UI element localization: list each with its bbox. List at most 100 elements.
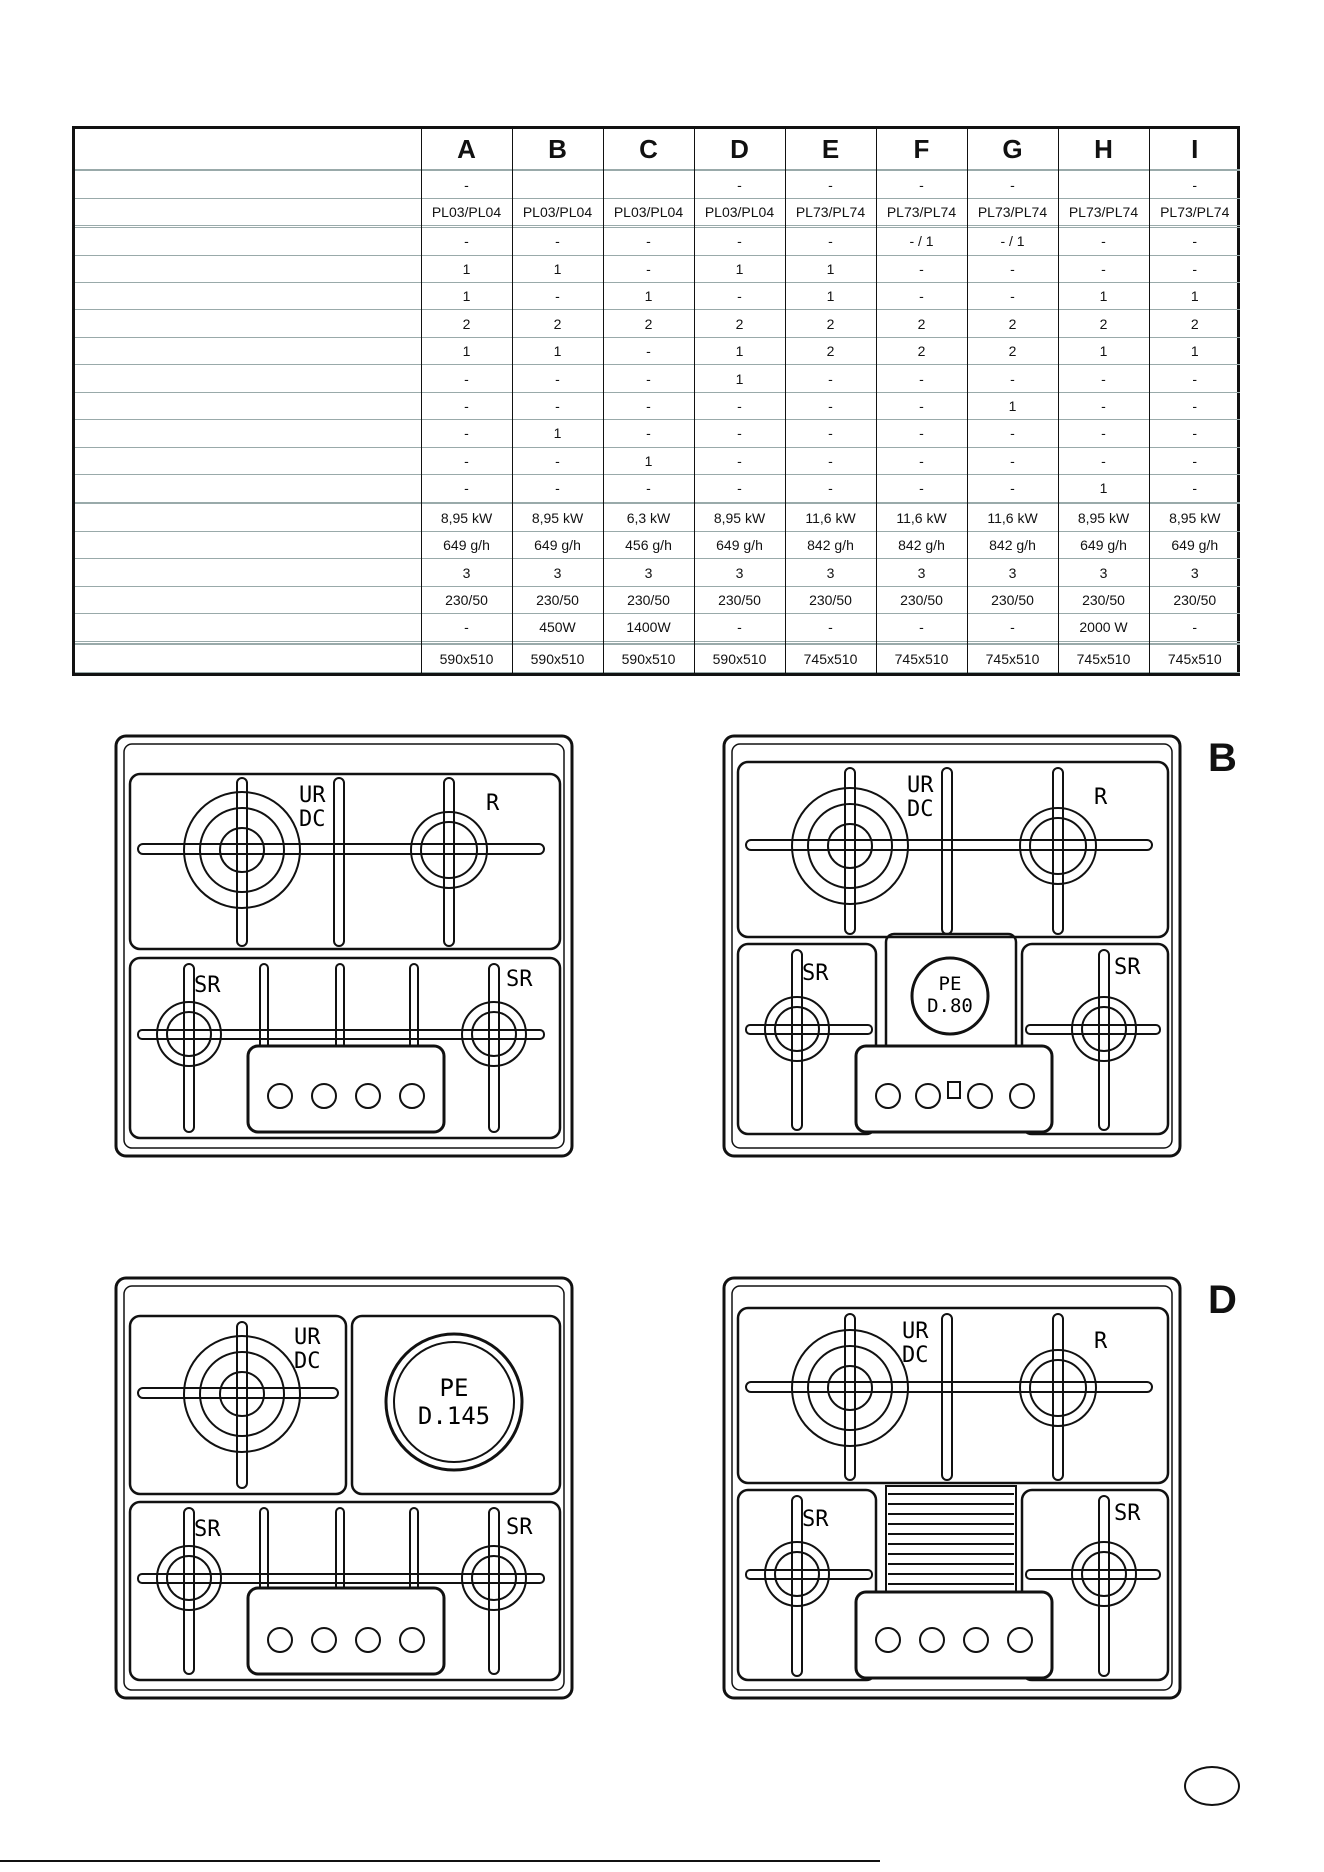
table-cell: 1400W xyxy=(602,613,694,642)
table-row: -------1- xyxy=(75,474,1240,503)
table-cell: - xyxy=(875,255,967,283)
table-cell: - xyxy=(784,227,876,256)
row-label-cell xyxy=(75,392,421,419)
column-header-a: A xyxy=(420,129,512,169)
table-cell: - xyxy=(511,474,603,503)
table-cell: 1 xyxy=(784,282,876,310)
table-cell: 745x510 xyxy=(966,644,1058,673)
table-cell: 3 xyxy=(784,558,876,587)
table-cell: 456 g/h xyxy=(602,531,694,559)
table-cell: 2 xyxy=(966,337,1058,365)
table-cell xyxy=(875,641,967,644)
table-cell xyxy=(420,641,512,644)
table-cell xyxy=(511,641,603,644)
table-cell: - xyxy=(420,419,512,448)
table-cell: - xyxy=(875,474,967,503)
table-cell xyxy=(602,170,694,199)
table-cell xyxy=(1148,643,1240,645)
table-cell: 2 xyxy=(420,309,512,338)
table-cell: - xyxy=(1148,419,1240,448)
table-cell: - xyxy=(784,447,876,475)
hob-b-label-d80: D.80 xyxy=(927,995,973,1017)
table-cell: - xyxy=(1057,447,1149,475)
hob-d-svg: UR DC R SR SR xyxy=(722,1276,1182,1700)
table-cell: 1 xyxy=(1148,282,1240,310)
table-cell: - xyxy=(875,364,967,393)
table-cell: 2 xyxy=(966,309,1058,338)
table-cell: - / 1 xyxy=(966,227,1058,256)
hob-a-label-sr-right: SR xyxy=(506,967,533,992)
table-cell: 230/50 xyxy=(1148,586,1240,614)
table-cell: - xyxy=(602,419,694,448)
table-cell: 842 g/h xyxy=(784,531,876,559)
table-cell: 3 xyxy=(966,558,1058,587)
table-cell: - xyxy=(1057,255,1149,283)
table-cell: 842 g/h xyxy=(966,531,1058,559)
table-cell: - xyxy=(1148,364,1240,393)
table-cell: 842 g/h xyxy=(875,531,967,559)
table-cell: 3 xyxy=(693,558,785,587)
table-cell: - xyxy=(420,170,512,199)
table-cell: - xyxy=(602,474,694,503)
table-cell: 1 xyxy=(1057,474,1149,503)
table-cell xyxy=(511,225,603,228)
table-cell: - xyxy=(875,392,967,420)
table-cell: 8,95 kW xyxy=(420,503,512,532)
table-cell xyxy=(1057,170,1149,199)
table-cell xyxy=(693,225,785,228)
table-cell xyxy=(966,502,1058,504)
table-cell: 230/50 xyxy=(693,586,785,614)
column-header-g: G xyxy=(966,129,1058,169)
table-cell: - xyxy=(693,613,785,642)
hob-d-label-sr-right: SR xyxy=(1114,1501,1141,1526)
hob-a-svg: UR DC R SR SR xyxy=(114,734,574,1158)
table-cell: 649 g/h xyxy=(1057,531,1149,559)
table-cell: 1 xyxy=(511,255,603,283)
hob-b-tag: B xyxy=(1208,736,1237,780)
hob-c-svg: UR DC PE D.145 SR SR xyxy=(114,1276,574,1700)
table-cell: 230/50 xyxy=(420,586,512,614)
hob-c-label-dc: DC xyxy=(294,1349,321,1374)
table-row xyxy=(75,169,1240,171)
table-cell xyxy=(1148,225,1240,228)
table-cell xyxy=(1148,502,1240,504)
table-cell: - xyxy=(1057,227,1149,256)
table-cell: - xyxy=(693,282,785,310)
language-badge xyxy=(1184,1766,1240,1806)
table-cell: - xyxy=(420,392,512,420)
hob-a-label-sr-left: SR xyxy=(194,973,221,998)
table-cell xyxy=(420,169,512,171)
table-cell: - xyxy=(875,282,967,310)
hob-a-label-r: R xyxy=(486,791,500,816)
hob-d-label-dc: DC xyxy=(902,1343,929,1368)
table-cell: 1 xyxy=(511,419,603,448)
table-cell: 2 xyxy=(875,309,967,338)
hob-diagram-c: UR DC PE D.145 SR SR xyxy=(114,1276,574,1700)
table-cell: - xyxy=(784,170,876,199)
table-cell: - xyxy=(966,282,1058,310)
table-cell xyxy=(966,643,1058,645)
table-cell xyxy=(875,502,967,504)
table-cell xyxy=(693,502,785,504)
table-cell xyxy=(875,169,967,171)
table-cell: - xyxy=(1057,392,1149,420)
row-label-cell xyxy=(75,228,421,255)
table-cell: - xyxy=(966,447,1058,475)
hob-b-label-pe: PE xyxy=(939,973,962,995)
table-cell: - xyxy=(420,474,512,503)
table-cell: - xyxy=(1148,474,1240,503)
table-row: ------ xyxy=(75,170,1240,199)
hob-diagram-b: UR DC R SR SR PE D.80 xyxy=(722,734,1182,1158)
table-cell xyxy=(1148,169,1240,171)
hob-a-label-ur: UR xyxy=(299,783,326,808)
table-cell: 450W xyxy=(511,613,603,642)
table-cell: 1 xyxy=(511,337,603,365)
table-cell: - xyxy=(784,613,876,642)
table-cell: - xyxy=(511,282,603,310)
table-cell xyxy=(420,225,512,228)
table-cell: - xyxy=(693,419,785,448)
table-cell: PL73/PL74 xyxy=(784,198,876,226)
